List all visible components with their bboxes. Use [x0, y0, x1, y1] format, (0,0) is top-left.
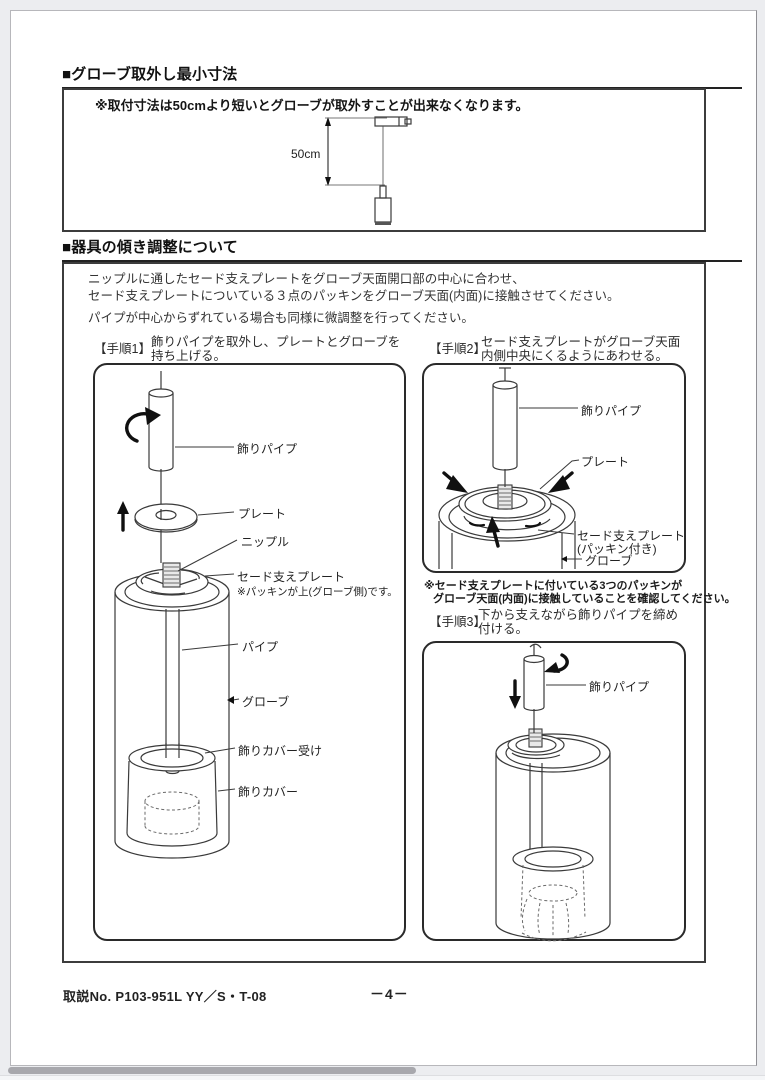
page-number: －4－	[370, 986, 409, 1002]
rotate-arrow-icon	[125, 407, 161, 443]
pendant-globe	[374, 197, 392, 223]
step2-diagram-box	[422, 363, 686, 573]
decorative-pipe	[523, 654, 545, 664]
step2-shade-plate-sub: (パッキン付き)	[577, 542, 657, 556]
step3-desc-line1: 下から支えながら飾りパイプを締め	[478, 608, 679, 622]
decorative-pipe	[148, 388, 174, 398]
decorative-cover	[126, 832, 218, 847]
step1-shade-plate-note: ※パッキンが上(グローブ側)です。	[237, 586, 398, 598]
section1-title: ■グローブ取外し最小寸法	[62, 66, 238, 83]
step1-pipe-label: パイプ	[242, 640, 279, 654]
step3-diagram-box	[422, 641, 686, 941]
step1-diagram	[114, 371, 240, 859]
intro-line2: セード支えプレートについている３点のパッキンをグローブ天面(内面)に接触させてく…	[88, 289, 620, 303]
up-arrow-icon	[117, 501, 129, 532]
push-arrow-right-icon	[548, 471, 574, 493]
step2-plate-label: プレート	[581, 455, 630, 469]
step1-label: 【手順1】	[94, 342, 151, 356]
pendant-dimension-diagram	[325, 116, 412, 225]
push-arrow-bottom-icon	[486, 516, 500, 548]
manual-doc-number: 取説No. P103-951L YY／S・T-08	[63, 989, 267, 1004]
step1-nipple-label: ニップル	[241, 535, 290, 549]
step1-desc-line1: 飾りパイプを取外し、プレートとグローブを	[151, 335, 401, 349]
step2-desc-line1: セード支えプレートがグローブ天面	[481, 335, 681, 349]
step1-cover-label: 飾りカバー	[238, 785, 299, 799]
hand-sketch	[521, 898, 528, 932]
down-arrow-icon	[509, 679, 521, 709]
step2-note-line2: グローブ天面(内面)に接触していることを確認してください。	[433, 593, 736, 605]
section2-title: ■器具の傾き調整について	[62, 239, 239, 256]
nipple	[528, 728, 543, 748]
step1-diagram-box	[93, 363, 406, 941]
intro-line1: ニップルに通したセード支えプレートをグローブ天面開口部の中心に合わせ、	[88, 272, 525, 286]
section1-heading: ■グローブ取外し最小寸法	[62, 63, 742, 89]
step1-plate-label: プレート	[238, 507, 287, 521]
step3-desc-line2: 付ける。	[478, 622, 529, 636]
step1-shade-plate-label: セード支えプレート	[237, 570, 346, 584]
globe-removal-note: ※取付寸法は50cmより短いとグローブが取外すことが出来なくなります。	[95, 98, 529, 113]
ceiling-mount	[374, 116, 408, 127]
step1-cover-receiver-label: 飾りカバー受け	[238, 744, 323, 758]
step2-desc-line2: 内側中央にくるようにあわせる。	[481, 349, 669, 363]
decorative-pipe	[492, 380, 518, 390]
step2-note-line1: ※セード支えプレートに付いている3つのパッキンが	[424, 580, 683, 592]
rotate-arrow-icon	[544, 653, 569, 673]
step2-shade-plate-label: セード支えプレート	[577, 529, 686, 543]
push-arrow-left-icon	[442, 471, 468, 493]
step2-diagram	[438, 367, 582, 569]
step2-label: 【手順2】	[429, 342, 486, 356]
step1-kazari-pipe-label: 飾りパイプ	[237, 442, 298, 456]
viewer-bottom-strip	[0, 1075, 765, 1080]
step1-globe-label: グローブ	[242, 695, 290, 709]
step1-desc-line2: 持ち上げる。	[151, 349, 227, 363]
globe-removal-box	[62, 88, 706, 232]
dimension-50cm-label: 50cm	[291, 147, 321, 161]
step3-diagram	[495, 643, 611, 942]
step3-label: 【手順3】	[429, 615, 486, 629]
step3-kazari-pipe-label: 飾りパイプ	[589, 680, 650, 694]
horizontal-scrollbar-thumb[interactable]	[8, 1067, 416, 1074]
step2-globe-label: グローブ	[585, 554, 633, 568]
section2-heading: ■器具の傾き調整について	[62, 236, 742, 262]
step2-kazari-pipe-label: 飾りパイプ	[581, 404, 642, 418]
intro-line3: パイプが中心からずれている場合も同様に微調整を行ってください。	[88, 311, 474, 325]
shade-support-plate	[463, 515, 551, 531]
